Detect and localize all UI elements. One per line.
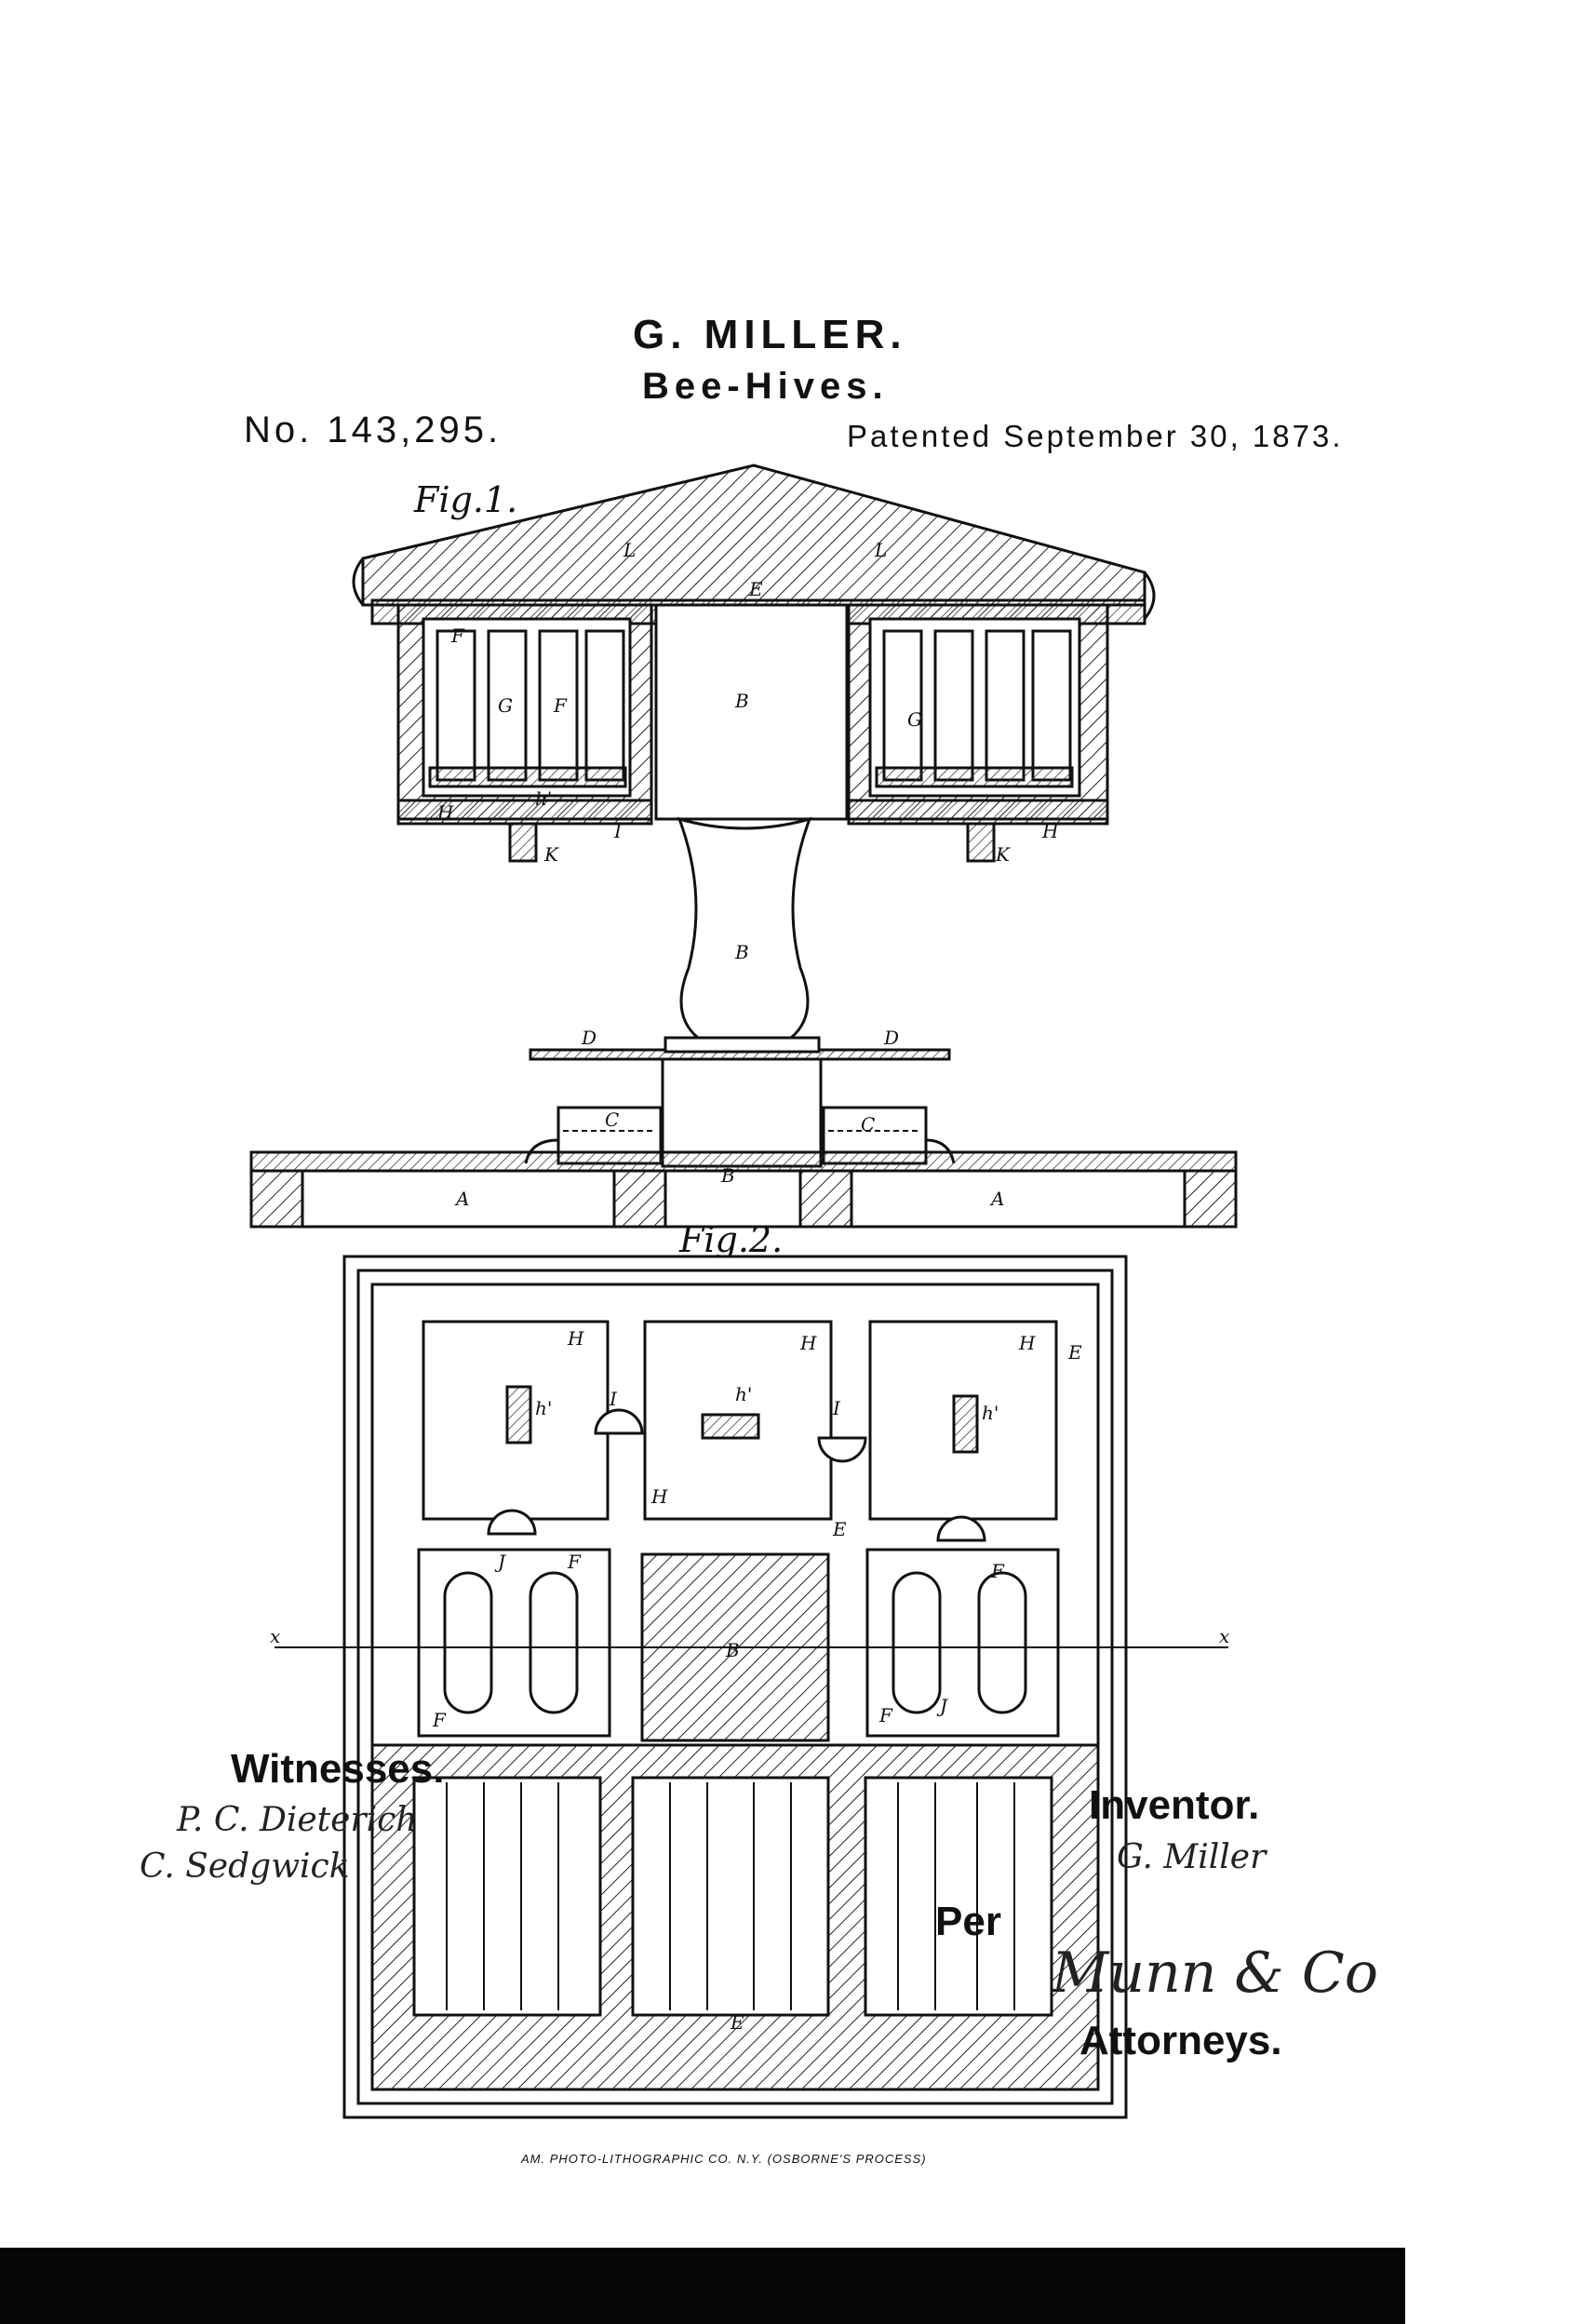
label-D-right: D: [883, 1027, 899, 1049]
figure-1-drawing: [249, 463, 1238, 1229]
label-I-fig2-right: I: [832, 1397, 841, 1419]
label-H-fig2-right: H: [1018, 1332, 1036, 1354]
scan-bottom-border: [0, 2248, 1405, 2324]
inventor-signature: G. Miller: [1117, 1838, 1267, 1876]
label-D-left: D: [581, 1027, 597, 1049]
label-F-fig2-lower-left: F: [432, 1709, 447, 1731]
vase-stand: [677, 816, 812, 1040]
label-H-right: H: [1041, 820, 1059, 842]
label-A-left: A: [454, 1188, 469, 1210]
per-label: Per: [935, 1899, 1001, 1944]
label-E-fig2: E: [1067, 1341, 1082, 1364]
patent-number: No. 143,295.: [244, 410, 503, 450]
ground-board: [249, 1150, 1238, 1173]
label-F2-fig1: F: [553, 694, 568, 717]
label-h-prime-center: h': [735, 1383, 752, 1405]
label-H-fig2-lower: H: [650, 1485, 668, 1508]
label-J-left: J: [494, 1551, 506, 1573]
label-x-left: x: [270, 1625, 280, 1647]
figure-1-label: Fig.1.: [414, 479, 518, 520]
label-K-right: K: [995, 843, 1011, 866]
label-B-base: B: [720, 1164, 735, 1187]
witness-signature-1: P. C. Dieterich: [177, 1801, 418, 1839]
label-E-fig2-bottom: E: [730, 2011, 744, 2034]
patent-subject: Bee-Hives.: [642, 366, 889, 407]
label-F-fig2-right: F: [990, 1560, 1005, 1582]
label-J-right: J: [936, 1695, 948, 1717]
label-G-fig1: G: [498, 694, 513, 717]
label-H-left: H: [436, 801, 454, 824]
figure-2-drawing: [275, 1255, 1228, 2119]
plan-frame-right: [865, 1548, 1060, 1738]
witnesses-label: Witnesses.: [231, 1746, 445, 1792]
patent-name: G. MILLER.: [633, 312, 907, 357]
label-L-right: L: [874, 539, 887, 561]
label-F-fig2-left: F: [567, 1551, 582, 1573]
inventor-label: Inventor.: [1089, 1782, 1260, 1828]
roof: [361, 463, 1146, 607]
label-K-left: K: [543, 843, 559, 866]
part-labels: L L E F G F B G H h' I K K H B D D C C A…: [270, 539, 1229, 2034]
label-L-left: L: [623, 539, 636, 561]
label-H-fig2-left: H: [567, 1327, 584, 1350]
label-E-roof: E: [748, 578, 763, 600]
label-B-stand: B: [734, 941, 749, 963]
label-F-fig2-lower-right: F: [878, 1704, 893, 1726]
label-A-right: A: [989, 1188, 1004, 1210]
label-x-right: x: [1219, 1625, 1229, 1647]
label-C-right: C: [861, 1113, 875, 1135]
attorneys-signature: Munn & Co: [1052, 1941, 1378, 2006]
label-C-left: C: [605, 1108, 619, 1131]
patent-date: Patented September 30, 1873.: [847, 419, 1344, 453]
witness-signature-2: C. Sedgwick: [140, 1847, 350, 1886]
center-post-top: [654, 603, 849, 821]
label-h-prime-left: h': [535, 1397, 552, 1419]
ground-base: [249, 1169, 1238, 1229]
label-B-top: B: [734, 690, 749, 712]
label-h-prime-fig1: h': [535, 787, 552, 810]
label-G-right-fig1: G: [907, 708, 922, 731]
label-B-fig2: B: [725, 1639, 740, 1661]
label-I-fig2-left: I: [609, 1388, 618, 1410]
label-h-prime-right: h': [982, 1402, 999, 1424]
attorneys-label: Attorneys.: [1079, 2018, 1282, 2063]
label-F-fig1: F: [450, 625, 465, 647]
plan-frame-left: [417, 1548, 611, 1738]
label-E-fig2-center: E: [832, 1518, 847, 1540]
printer-credit: AM. PHOTO-LITHOGRAPHIC CO. N.Y. (OSBORNE…: [521, 2152, 927, 2166]
base-block: [661, 1057, 823, 1168]
label-H-fig2-center: H: [799, 1332, 817, 1354]
label-I-fig1: I: [613, 820, 623, 842]
